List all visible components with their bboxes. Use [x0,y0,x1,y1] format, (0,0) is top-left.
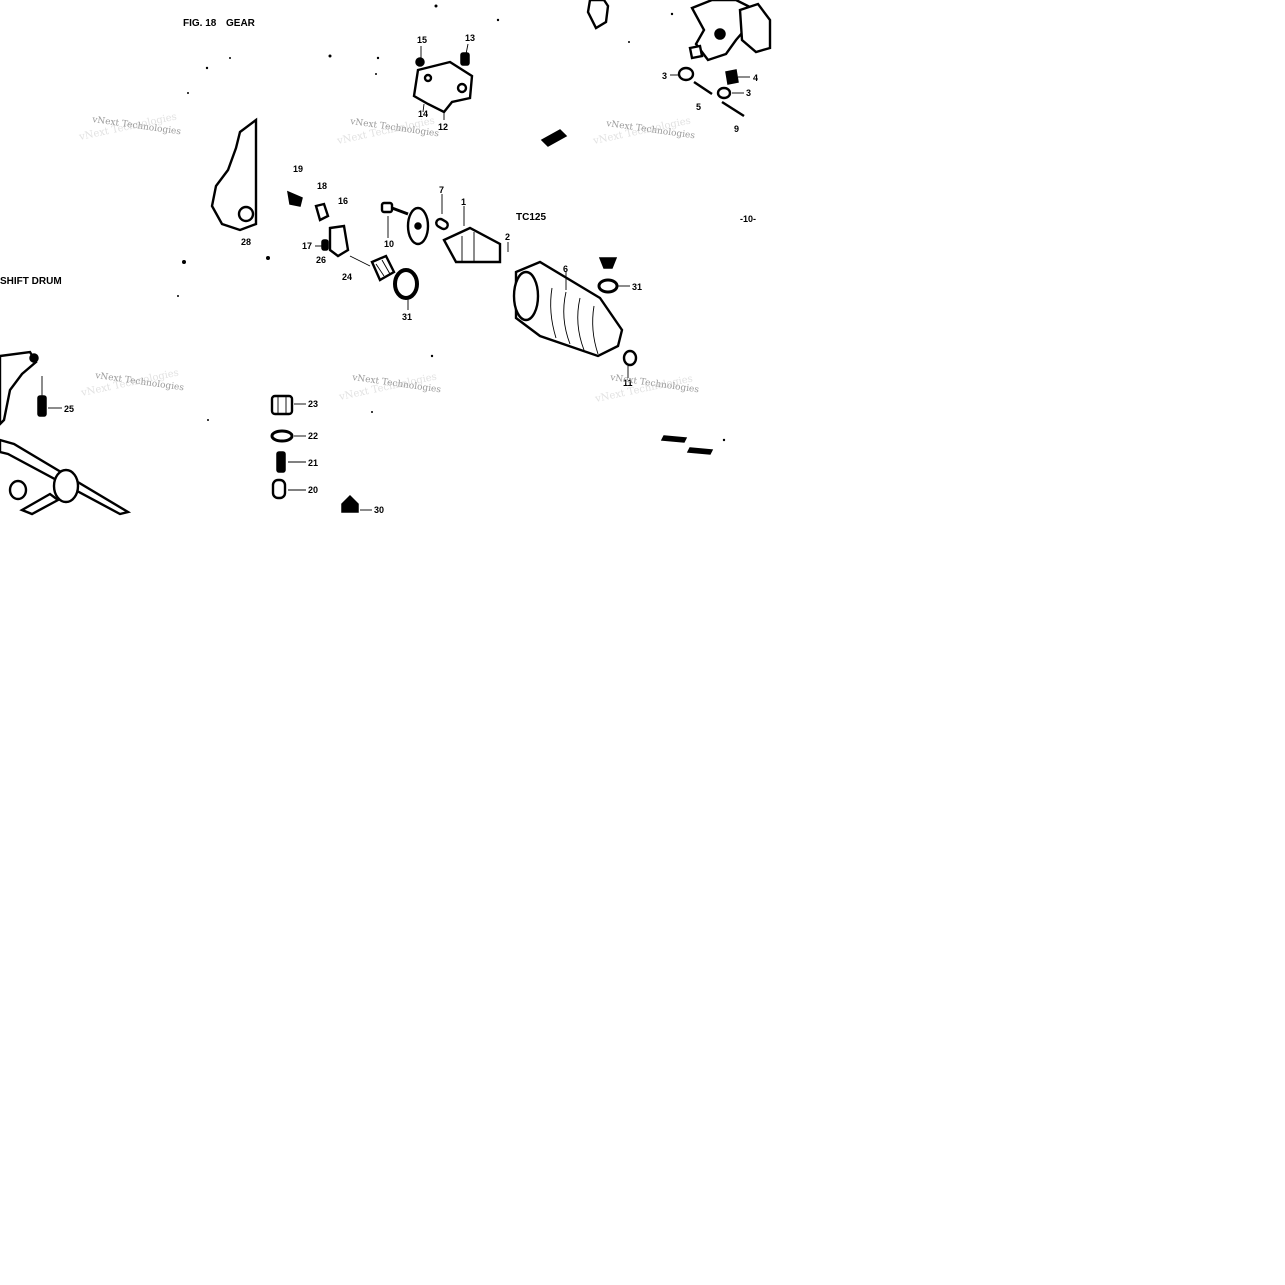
cam-guide-16 [328,224,350,258]
bolt-13 [460,52,470,66]
washer-31 [597,278,619,294]
speckle [686,447,714,455]
washer-3b [716,86,732,100]
callout-21: 21 [308,458,318,468]
pawl-19 [287,190,303,207]
washer-3 [677,66,695,82]
plate-hole [456,82,468,94]
callout-3: 3 [662,71,667,81]
cam-pin-7 [435,217,449,231]
callout-20: 20 [308,485,318,495]
shift-fork-ring [52,468,80,504]
callout-14: 14 [418,109,428,119]
pin-20 [271,478,287,500]
speckle [660,435,688,443]
shift-drum-face [512,270,540,322]
tile-bottom-middle: 24 31 23 22 21 20 30 [270,254,419,515]
callout-19: 19 [293,164,303,174]
figure-number-heading: FIG. 18 [183,18,217,29]
plate-hole [423,73,433,83]
roller-4b [725,69,739,85]
callout-28: 28 [241,237,251,247]
model-heading: TC125 [516,212,546,223]
callout-12: 12 [438,122,448,132]
callout-6: 6 [563,264,568,274]
fork-pin [237,205,255,223]
callout-4: 4 [753,73,758,83]
bearing-24 [370,254,396,282]
callout-2: 2 [505,232,510,242]
tile-bottom-left: SHIFT DRUM 25 [0,276,132,516]
callout-23: 23 [308,399,318,409]
neutral-plug-23 [270,394,294,416]
callout-9: 9 [734,124,739,134]
loose-part [540,129,568,147]
callout-22: 22 [308,431,318,441]
spring-21 [276,451,286,473]
gear-shift-fork [738,2,772,54]
fork-roller [714,28,726,40]
part-30 [341,494,359,513]
spring-18 [314,202,330,222]
shift-fork-arm [210,117,258,232]
callout-18: 18 [317,181,327,191]
tile-top-right: 3 5 4 3 9 TC125 -10- [516,0,772,224]
callout-11: 11 [623,378,633,388]
callout-26: 26 [316,255,326,265]
callout-16: 16 [338,196,348,206]
section-heading: SHIFT DRUM [0,276,62,287]
callout-30: 30 [374,505,384,515]
callout-10: 10 [384,239,394,249]
part-top-fragment [598,257,618,269]
callout-10b: -10- [740,214,756,224]
callout-15: 15 [417,35,427,45]
shaft-end [29,353,39,363]
callout-17: 17 [302,241,312,251]
callout-5: 5 [696,102,701,112]
roller-4 [688,44,704,60]
fork-finger [19,492,61,516]
washer [8,479,28,501]
bearing-11 [622,349,638,367]
callout-1: 1 [461,197,466,207]
washer-22 [270,429,294,443]
callout-24: 24 [342,272,352,282]
callout-31: 31 [632,282,642,292]
callout-13: 13 [465,33,475,43]
spring-25 [37,395,47,417]
callout-3b: 3 [746,88,751,98]
scan-speckles [177,4,726,442]
figure-title-heading: GEAR [226,18,256,29]
bolt-10-head [380,201,394,214]
callout-25: 25 [64,404,74,414]
tile-top-left: FIG. 18 GEAR 28 [183,18,258,247]
bearing-27 [393,268,419,300]
tile-bottom-right: 31 6 11 [512,257,714,455]
shift-drum-end [442,226,502,264]
callout-27: 31 [402,312,412,322]
shift-drum-body [514,260,624,358]
tile-top-middle: 15 13 14 12 19 18 16 17 26 10 7 [287,33,510,265]
callout-7: 7 [439,185,444,195]
shift-fork-shaft-upper [0,350,38,426]
fork-fragment [586,0,610,30]
cam-center [414,222,422,230]
bolt-15 [415,57,425,67]
pin-17 [321,239,329,251]
